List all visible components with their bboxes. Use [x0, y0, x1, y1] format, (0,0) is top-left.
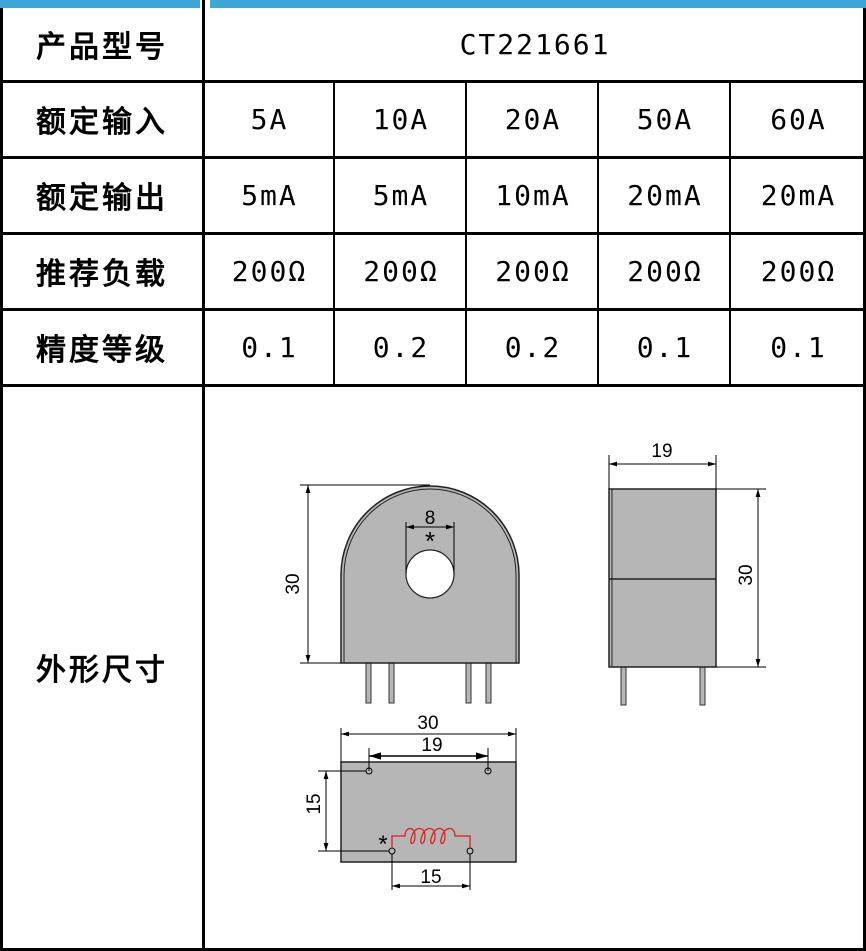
- model-value: CT221661: [459, 27, 611, 61]
- row-value: 5mA: [241, 178, 298, 212]
- row-value: 200Ω: [495, 254, 571, 288]
- polarity-mark: *: [425, 526, 435, 556]
- row-value: 0.2: [372, 330, 430, 364]
- front-height-text: 30: [283, 573, 304, 594]
- table-border: [863, 8, 866, 951]
- pin-spacing-bottom-text: 15: [420, 867, 441, 888]
- row-value: 0.1: [241, 330, 298, 364]
- pin-spacing-top-text: 19: [421, 735, 442, 756]
- table-border: [0, 156, 866, 159]
- row-value: 5A: [250, 102, 289, 136]
- row-label: 额定输出: [36, 181, 168, 216]
- hole-diameter-text: 8: [425, 508, 436, 529]
- polarity-mark: *: [378, 831, 387, 858]
- row-value: 200Ω: [760, 254, 837, 288]
- side-width-text: 19: [651, 441, 672, 462]
- row-value: 20mA: [760, 178, 837, 212]
- row-value: 60A: [770, 102, 827, 136]
- bottom-width-text: 30: [417, 713, 438, 734]
- dimensions-label: 外形尺寸: [36, 653, 168, 688]
- table-border: [0, 232, 866, 235]
- row-value: 200Ω: [627, 254, 703, 288]
- row-value: 50A: [636, 102, 694, 136]
- row-value: 5mA: [372, 178, 430, 212]
- side-height-text: 30: [736, 564, 757, 585]
- header-accent-bar: [210, 0, 866, 8]
- table-border: [0, 308, 866, 311]
- row-value: 0.1: [636, 330, 694, 364]
- row-value: 20mA: [627, 178, 703, 212]
- row-value: 200Ω: [231, 254, 308, 288]
- coil-symbol: [391, 827, 471, 848]
- row-value: 10mA: [495, 178, 571, 212]
- row-label: 精度等级: [36, 333, 168, 368]
- front-view: 8 * 30: [283, 484, 520, 704]
- row-value: 200Ω: [363, 254, 439, 288]
- table-border: [0, 80, 866, 83]
- side-view: 19 30: [608, 441, 766, 706]
- header-accent-bar: [0, 0, 200, 8]
- row-value: 10A: [372, 102, 430, 136]
- row-value: 0.2: [504, 330, 562, 364]
- table-border: [0, 8, 3, 951]
- table-border: [202, 0, 205, 951]
- table-border: [0, 948, 866, 951]
- bottom-view: 30 19 15 * 15: [304, 713, 517, 890]
- row-value: 0.1: [770, 330, 827, 364]
- row-label: 推荐负载: [36, 257, 168, 292]
- row-label: 额定输入: [36, 105, 168, 140]
- row-value: 20A: [504, 102, 562, 136]
- pin-row-spacing-text: 15: [304, 793, 325, 814]
- model-label: 产品型号: [36, 30, 168, 65]
- table-border: [0, 384, 866, 387]
